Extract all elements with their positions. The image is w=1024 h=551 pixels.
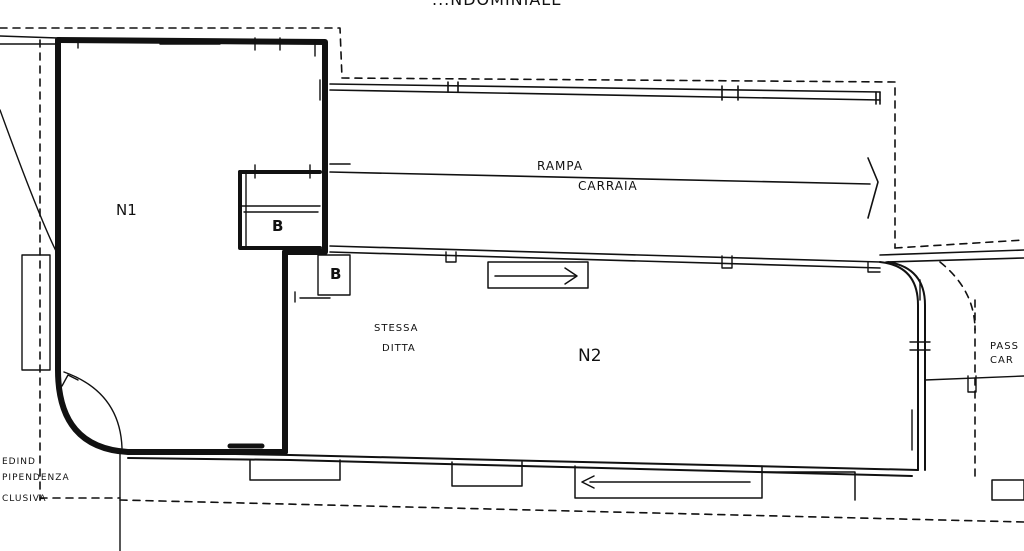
left-note-line3: CLUSIVA [2,494,47,504]
right-extension [879,249,1024,263]
room-label-n1: N1 [116,201,137,219]
ramp-lines [329,81,881,269]
n2-walls [127,261,926,477]
n1-wall-detail [0,35,321,101]
room-label-b-upper: B [272,217,284,235]
right-cut-label-line2: CAR [990,355,1014,366]
right-cut-label-line1: PASS [990,341,1019,352]
b-rooms [238,170,322,250]
ramp-label-line1: RAMPA [537,159,584,173]
left-note-line2: PIPENDENZA [2,473,70,483]
boundary-dashed-lines [0,27,1024,523]
top-caption: ...NDOMINIALE [432,0,562,8]
room-label-b-lower: B [330,265,342,283]
n1-curved-ramp [0,109,123,551]
stessa-label-line1: STESSA [374,323,419,334]
ramp-label-line2: CARRAIA [578,179,638,193]
bottom-fixtures [249,459,1024,501]
n2-top-arrow-box [487,261,589,289]
stessa-label-line2: DITTA [382,343,416,354]
left-note-line1: EDIND [2,457,36,467]
room-label-n2: N2 [578,346,602,366]
